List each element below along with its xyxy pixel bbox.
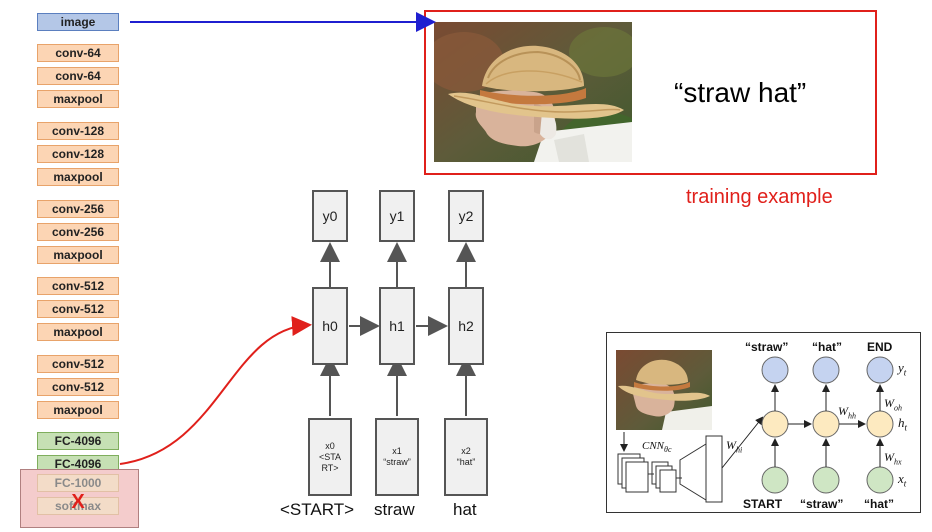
input-node-x2: x2 “hat” — [444, 418, 488, 496]
inset-yt-label: yt — [898, 360, 907, 378]
word-hat: hat — [453, 500, 477, 519]
input-x2-token: “hat” — [456, 457, 476, 467]
training-caption: “straw hat” — [674, 77, 807, 108]
hidden-node-h1: h1 — [379, 287, 415, 365]
conv128-layer-2: conv-128 — [37, 145, 119, 163]
input-x1-name: x1 — [392, 446, 402, 456]
conv512-layer-3: conv-512 — [37, 355, 119, 373]
hidden-node-h0: h0 — [312, 287, 348, 365]
conv128-layer-1: conv-128 — [37, 122, 119, 140]
input-x0-name: x0 — [325, 440, 335, 451]
output-node-y2: y2 — [448, 190, 484, 242]
image-layer: image — [37, 13, 119, 31]
fc4096-layer-2: FC-4096 — [37, 455, 119, 473]
inset-whi-label: Whi — [726, 438, 743, 455]
output-node-y0: y0 — [312, 190, 348, 242]
conv512-layer-2: conv-512 — [37, 300, 119, 318]
inset-top-word-hat: “hat” — [812, 340, 842, 354]
conv512-layer-4: conv-512 — [37, 378, 119, 396]
input-x2-name: x2 — [461, 446, 471, 456]
inset-woh-label: Woh — [884, 396, 902, 413]
word-straw: straw — [374, 500, 415, 519]
fc4096-layer-1: FC-4096 — [37, 432, 119, 450]
conv512-layer-1: conv-512 — [37, 277, 119, 295]
conv256-layer-1: conv-256 — [37, 200, 119, 218]
conv64-layer-1: conv-64 — [37, 44, 119, 62]
inset-bottom-word-start: START — [743, 497, 783, 511]
output-node-y1: y1 — [379, 190, 415, 242]
hidden-node-h2: h2 — [448, 287, 484, 365]
inset-top-word-straw: “straw” — [745, 340, 789, 354]
inset-xt-label: xt — [898, 471, 907, 489]
conv256-layer-2: conv-256 — [37, 223, 119, 241]
maxpool-layer-4: maxpool — [37, 323, 119, 341]
maxpool-layer-1: maxpool — [37, 90, 119, 108]
word-start: <START> — [280, 500, 355, 519]
inset-photo — [616, 350, 712, 430]
inset-whh-label: Whh — [838, 404, 856, 421]
maxpool-layer-5: maxpool — [37, 401, 119, 419]
fc1000-layer: FC-1000 — [37, 474, 119, 492]
maxpool-layer-3: maxpool — [37, 246, 119, 264]
training-example-label: training example — [686, 186, 833, 208]
input-node-x1: x1 “straw” — [375, 418, 419, 496]
training-example-box — [424, 10, 877, 175]
input-x1-token: “straw” — [383, 457, 411, 467]
removed-x-mark: X — [71, 491, 85, 513]
inset-top-word-end: END — [867, 340, 893, 354]
inset-bottom-word-straw: “straw” — [800, 497, 844, 511]
inset-bottom-word-hat: “hat” — [864, 497, 894, 511]
inset-whx-label: Whx — [884, 450, 902, 467]
maxpool-layer-2: maxpool — [37, 168, 119, 186]
input-x0-token: <STA RT> — [318, 451, 342, 473]
inset-ht-label: ht — [898, 415, 908, 433]
softmax-layer: softmax — [37, 497, 119, 515]
inset-cnn-label: CNNθc — [642, 440, 672, 455]
input-node-x0: x0 <STA RT> — [308, 418, 352, 496]
inset-diagram — [616, 350, 894, 503]
conv64-layer-2: conv-64 — [37, 67, 119, 85]
straw-hat-photo — [434, 22, 632, 162]
